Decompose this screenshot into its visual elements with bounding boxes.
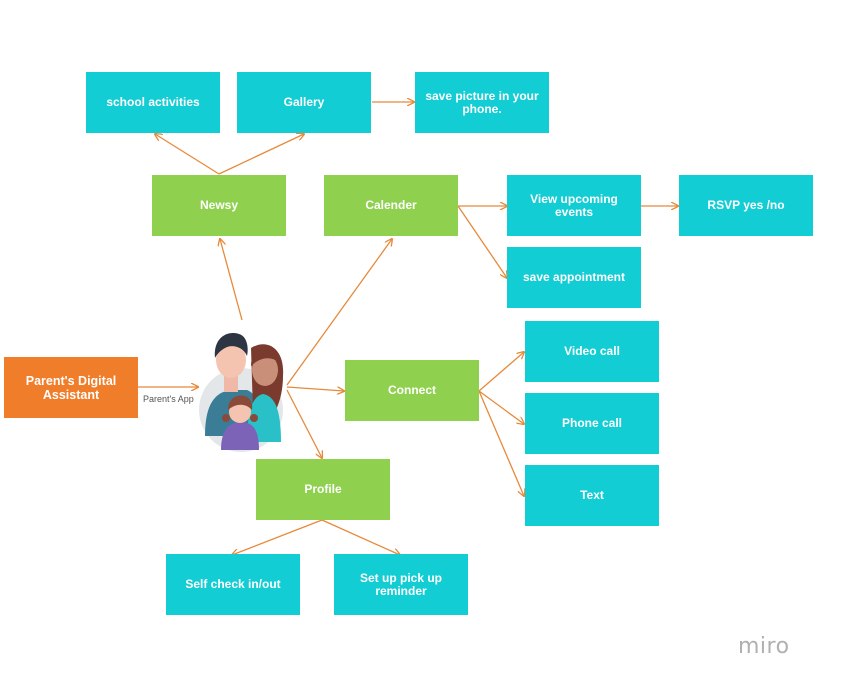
node-save-picture[interactable]: save picture in your phone.	[415, 72, 549, 133]
node-newsy[interactable]: Newsy	[152, 175, 286, 236]
edge-profile-to-pickup	[321, 519, 400, 555]
node-gallery[interactable]: Gallery	[237, 72, 371, 133]
node-rsvp[interactable]: RSVP yes /no	[679, 175, 813, 236]
node-school-activities[interactable]: school activities	[86, 72, 220, 133]
edge-family-to-newsy	[220, 239, 243, 321]
edge-newsy-to-gallery	[218, 134, 304, 175]
edge-newsy-to-school-activities	[155, 134, 220, 175]
node-calender[interactable]: Calender	[324, 175, 458, 236]
edge-family-to-calender	[286, 239, 392, 386]
node-profile[interactable]: Profile	[256, 459, 390, 520]
edge-profile-to-self-check	[232, 519, 323, 555]
node-parents-digital-assistant[interactable]: Parent's Digital Assistant	[4, 357, 138, 418]
edge-label-parents-app: Parent's App	[143, 394, 194, 404]
edge-family-to-profile	[286, 389, 322, 458]
node-view-upcoming-events[interactable]: View upcoming events	[507, 175, 641, 236]
edge-connect-to-phone-call	[478, 390, 524, 424]
edge-connect-to-video-call	[478, 352, 524, 392]
miro-watermark: miro	[738, 634, 790, 659]
node-save-appointment[interactable]: save appointment	[507, 247, 641, 308]
node-self-check[interactable]: Self check in/out	[166, 554, 300, 615]
edge-calender-to-save-appointment	[457, 205, 507, 278]
edge-connect-to-text	[478, 390, 524, 496]
family-icon	[199, 333, 284, 452]
node-connect[interactable]: Connect	[345, 360, 479, 421]
node-video-call[interactable]: Video call	[525, 321, 659, 382]
edge-family-to-connect	[286, 386, 344, 391]
node-pickup-reminder[interactable]: Set up pick up reminder	[334, 554, 468, 615]
node-text[interactable]: Text	[525, 465, 659, 526]
node-phone-call[interactable]: Phone call	[525, 393, 659, 454]
